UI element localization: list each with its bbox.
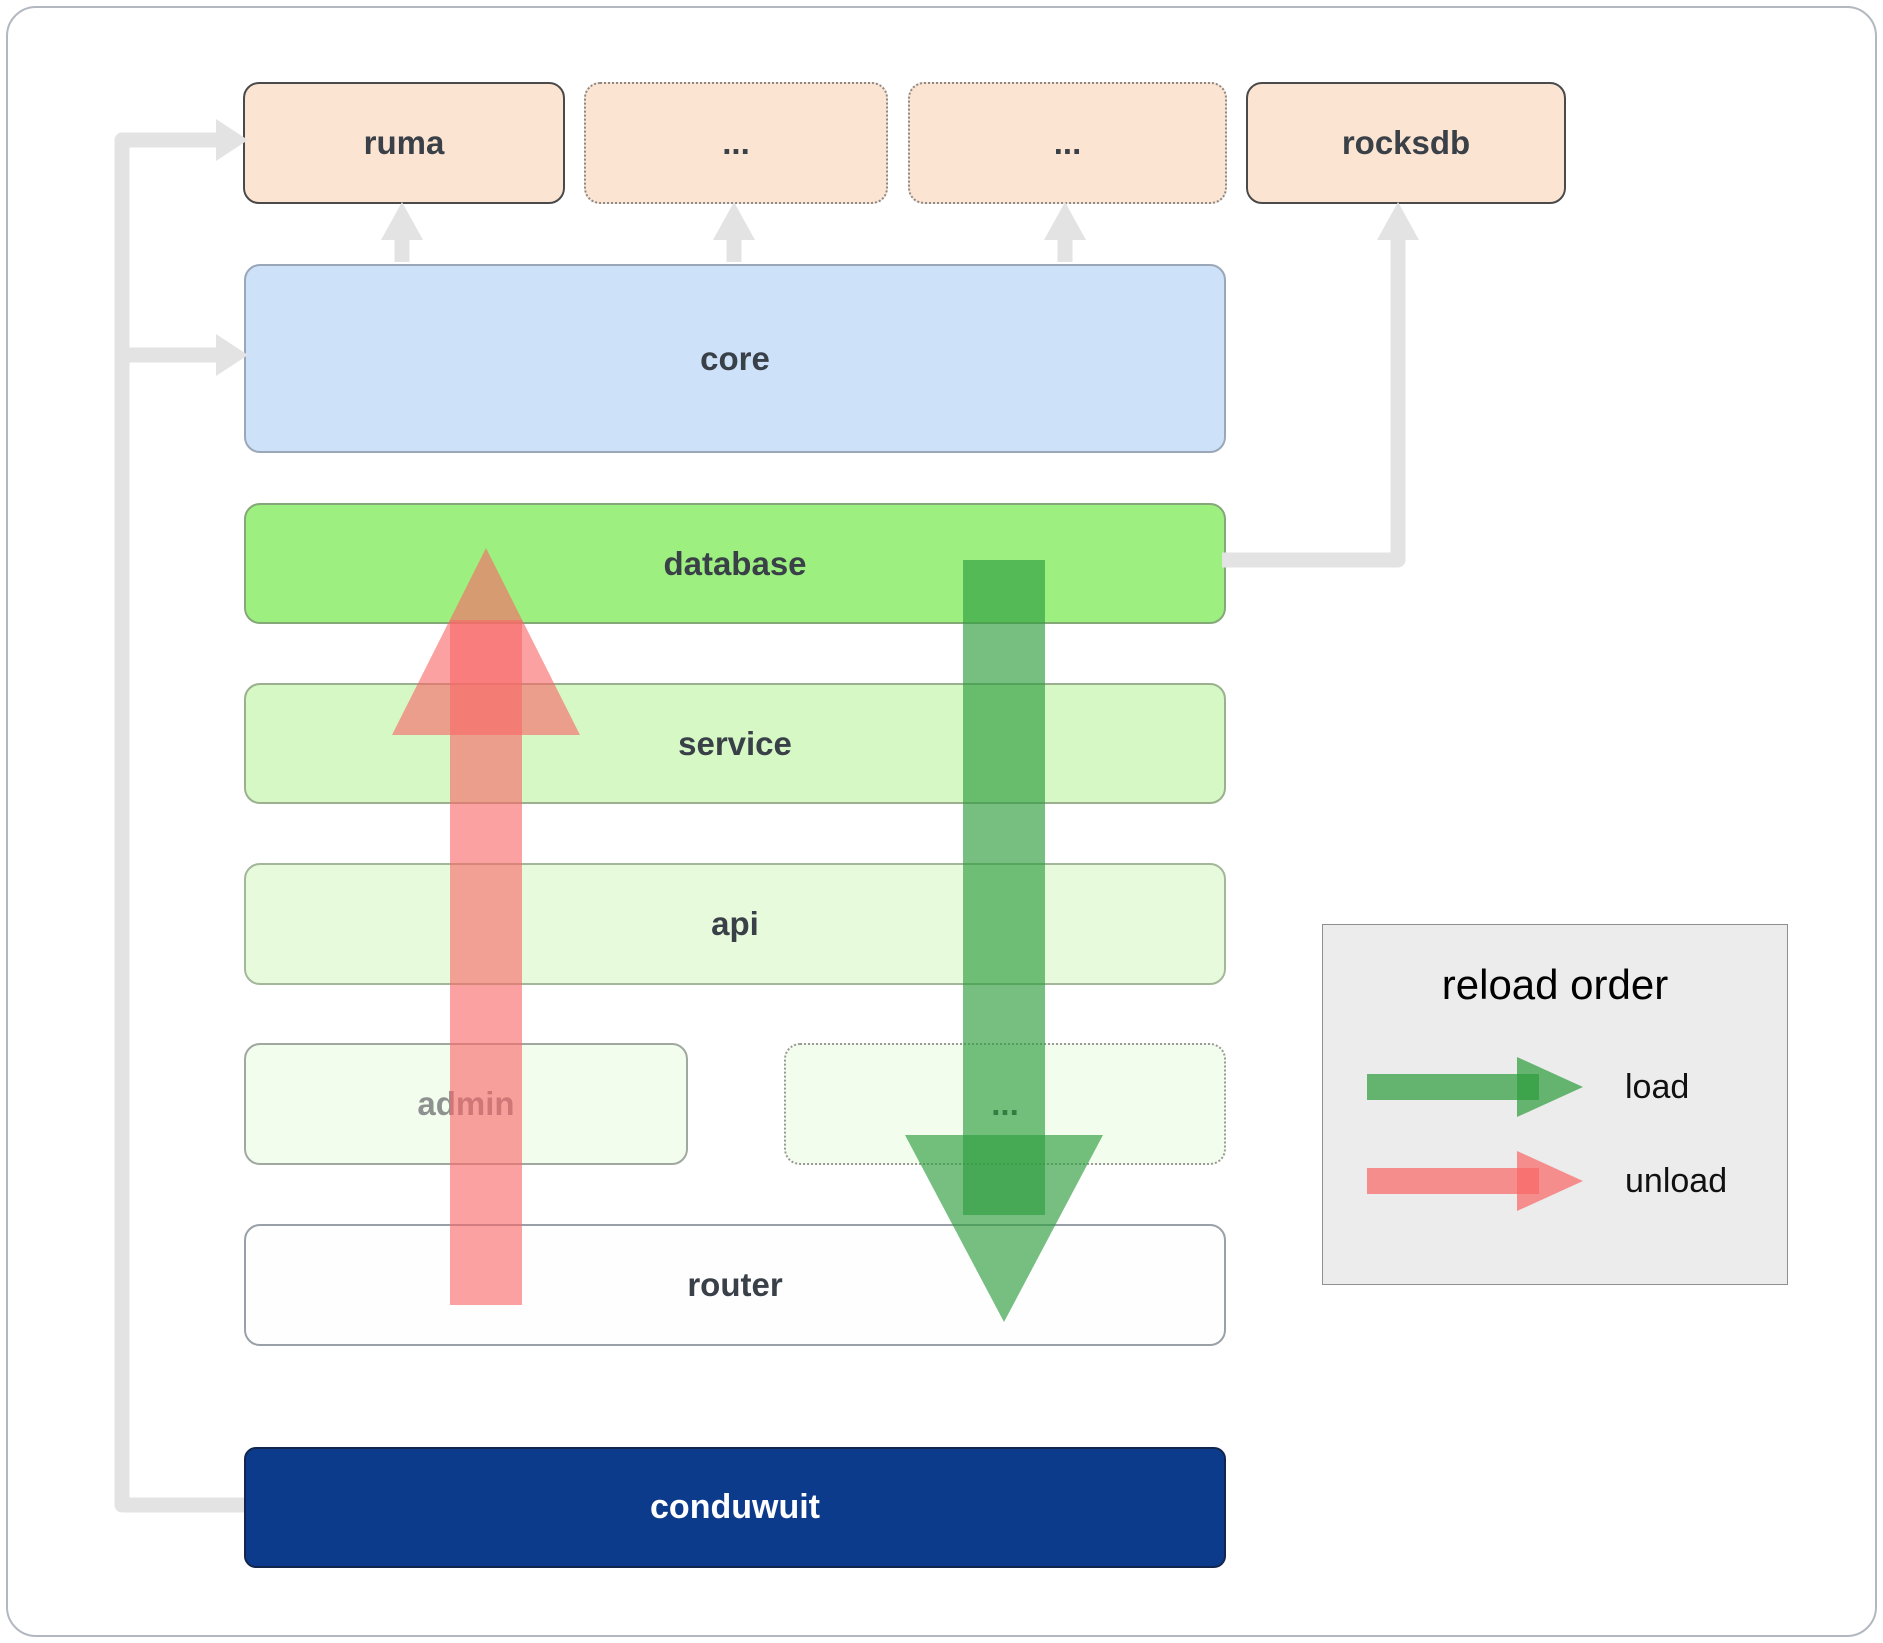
box-core: core: [244, 264, 1226, 453]
box-label: database: [663, 544, 807, 582]
box-api: api: [244, 863, 1226, 985]
unload-arrow-icon: [1367, 1151, 1583, 1211]
box-label: rocksdb: [1341, 124, 1471, 161]
box-router: router: [244, 1224, 1226, 1346]
legend-row-load: load: [1365, 1051, 1787, 1123]
box-label: admin: [417, 1085, 515, 1122]
box-database: database: [244, 503, 1226, 624]
box-ruma: ruma: [243, 82, 565, 204]
box-label: ...: [1053, 124, 1082, 161]
legend-title: reload order: [1441, 961, 1669, 1008]
load-arrow-icon: [1367, 1057, 1583, 1117]
box-admin: admin: [244, 1043, 688, 1165]
legend: reload order load unload: [1322, 924, 1788, 1285]
box-label: api: [711, 905, 759, 942]
box-ellipsis-top-1: ...: [584, 82, 888, 204]
legend-row-unload: unload: [1365, 1145, 1787, 1217]
box-label: ...: [991, 1085, 1019, 1122]
diagram-frame: [6, 6, 1877, 1637]
box-label: core: [700, 339, 770, 377]
box-label: conduwuit: [650, 1488, 820, 1526]
box-ellipsis-top-2: ...: [908, 82, 1227, 204]
box-label: router: [687, 1266, 783, 1303]
box-rocksdb: rocksdb: [1246, 82, 1566, 204]
box-ellipsis-mid: ...: [784, 1043, 1226, 1165]
box-service: service: [244, 683, 1226, 804]
legend-label-unload: unload: [1625, 1161, 1728, 1200]
box-conduwuit: conduwuit: [244, 1447, 1226, 1568]
box-label: ...: [722, 124, 750, 161]
legend-label-load: load: [1625, 1067, 1690, 1106]
box-label: service: [678, 724, 792, 762]
box-label: ruma: [363, 124, 445, 161]
